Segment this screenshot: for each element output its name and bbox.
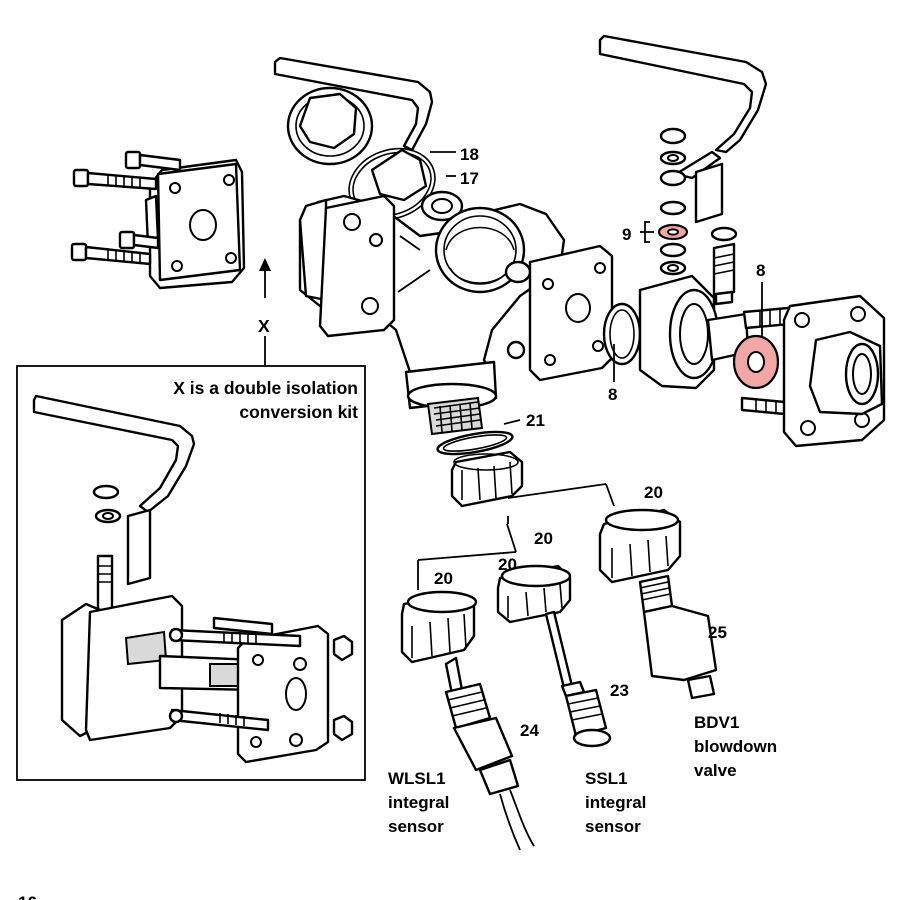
part-number-23: 23 [610,681,629,700]
ssl1-caption-line-1: SSL1 [585,769,628,788]
part-number-20-left: 20 [434,569,453,588]
wlsl1-sensor [444,656,535,851]
nut-stack [659,127,687,216]
part-number-20-middle: 20 [534,529,553,548]
part-number-8-upper: 8 [756,261,765,280]
bolt [118,230,160,250]
inset-caption-line-2: conversion kit [239,402,358,422]
leader-bracket [417,483,615,590]
plug-middle [496,564,572,624]
blowdown-valve [638,574,718,700]
gasket-ring [436,430,514,456]
stem-stud [710,226,738,306]
inset-caption-line-1: X is a double isolation [173,378,358,398]
arrow-x [259,258,271,366]
bolt [124,150,182,172]
bdv1-caption-line-3: valve [694,761,737,780]
page-number: 16 [18,893,37,900]
part-number-25: 25 [708,623,727,642]
bolt [70,242,152,266]
plug-left [400,590,478,664]
right-flange [782,294,886,448]
top-left-flange-assembly [70,150,246,290]
part-number-20-right: 20 [498,555,517,574]
plug-top [450,450,524,508]
highlighted-washer-9 [657,223,689,241]
ssl1-sensor [544,610,612,748]
plug-right [598,508,682,584]
arrow-x-label: X [258,316,270,336]
part-number-20-top: 20 [644,483,663,502]
wlsl1-caption-line-3: sensor [388,817,444,836]
wlsl1-caption-line-1: WLSL1 [388,769,446,788]
union-assembly [602,274,814,418]
main-valve-body [273,56,614,436]
bdv1-caption-line-1: BDV1 [694,713,739,732]
bolt [72,168,158,191]
bdv1-caption-line-2: blowdown [694,737,777,756]
part-number-21: 21 [526,411,545,430]
part-number-24: 24 [520,721,539,740]
inset-box: X is a double isolation conversion kit [16,365,366,781]
part-number-8-lower: 8 [608,385,617,404]
ssl1-caption-line-2: integral [585,793,646,812]
part-number-18: 18 [460,145,479,164]
part-number-9: 9 [622,225,631,244]
right-valve-handle [598,34,768,224]
part-number-17: 17 [460,169,479,188]
ssl1-caption-line-3: sensor [585,817,641,836]
highlighted-gasket-8 [732,334,780,390]
wlsl1-caption-line-2: integral [388,793,449,812]
